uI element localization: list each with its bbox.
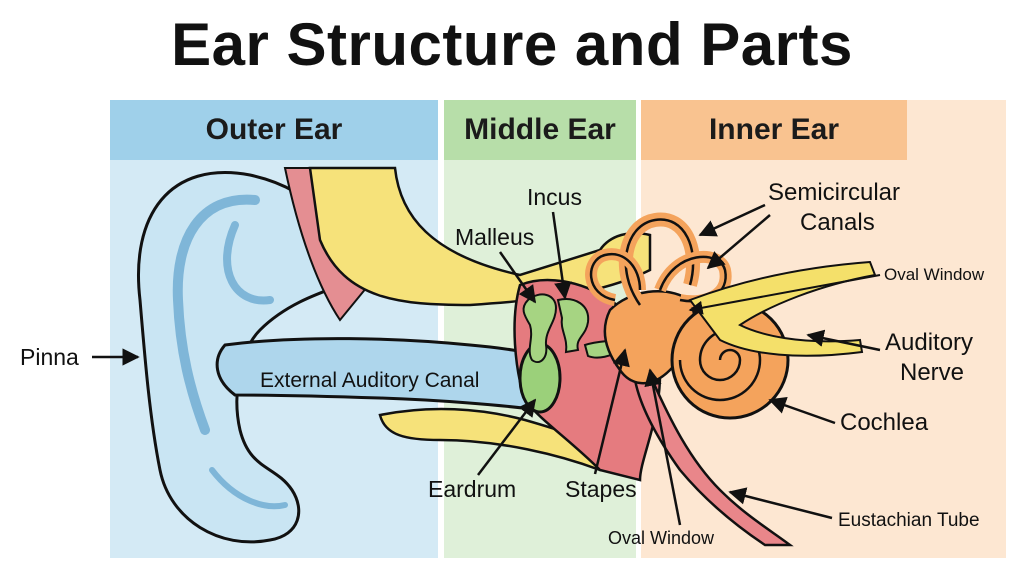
incus-label: Incus [527,184,582,210]
middle-ear-heading: Middle Ear [444,100,636,160]
eardrum-label: Eardrum [428,476,516,502]
oval-window-bottom-label: Oval Window [608,528,715,548]
ear-canal [215,337,542,412]
auditory-nerve-label-line1: Auditory [885,329,973,356]
semicircular-label-line1: Semicircular [768,179,900,206]
eustachian-label: Eustachian Tube [838,510,980,531]
eustachian-tube [633,373,794,547]
cochlea-label: Cochlea [840,409,929,436]
semicircular-label-line2: Canals [800,209,875,236]
pinna-shape [137,171,357,544]
stapes-label: Stapes [565,476,637,502]
inner-ear-heading: Inner Ear [641,100,907,160]
canal-label: External Auditory Canal [260,369,479,392]
auditory-nerve-label-line2: Nerve [900,359,964,386]
pinna-label: Pinna [20,344,79,370]
page-title: Ear Structure and Parts [171,11,853,78]
outer-ear-heading: Outer Ear [110,100,438,160]
malleus-label: Malleus [455,224,534,250]
oval-window-top-label: Oval Window [884,265,985,284]
